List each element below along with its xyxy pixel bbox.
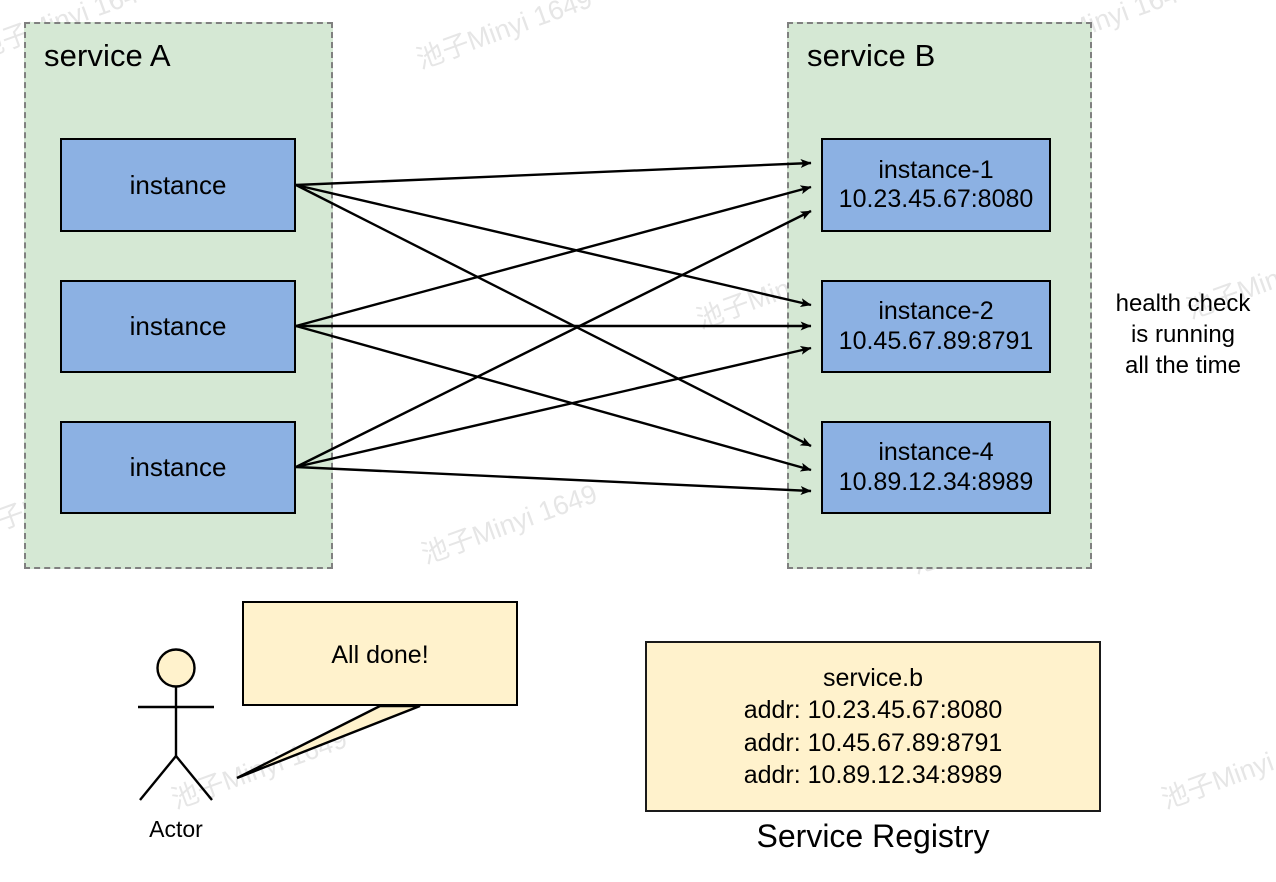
instance-label: instance — [129, 169, 227, 200]
watermark: 池子Minyi 1649 — [1157, 723, 1276, 815]
service-b-instance-1[interactable]: instance-1 10.23.45.67:8080 — [821, 138, 1051, 232]
health-check-line-2: is running — [1130, 321, 1236, 349]
registry-address-1: addr: 10.23.45.67:8080 — [743, 696, 1003, 724]
actor-label: Actor — [149, 816, 203, 842]
actor-figure[interactable] — [130, 648, 222, 808]
instance-label: instance — [129, 452, 227, 483]
watermark: 池子Minyi 1649 — [417, 478, 602, 570]
service-b-title: service B — [807, 38, 936, 73]
instance-address: 10.89.12.34:8989 — [838, 467, 1034, 496]
service-b-instance-3[interactable]: instance-4 10.89.12.34:8989 — [821, 421, 1051, 514]
health-check-note: health check is running all the time — [1103, 288, 1263, 382]
arrow-a3-b3 — [295, 465, 812, 496]
instance-address: 10.45.67.89:8791 — [838, 326, 1034, 355]
instance-label: instance — [129, 311, 227, 342]
arrow-a1-b2 — [295, 183, 812, 308]
callout-tail — [236, 704, 421, 780]
actor-head-icon — [156, 648, 196, 688]
actor-leg-right-icon — [175, 755, 213, 801]
service-a-instance-2[interactable]: instance — [60, 280, 296, 373]
arrow-a2-b1 — [295, 185, 812, 328]
callout-bubble: All done! — [242, 601, 518, 706]
instance-name: instance-2 — [878, 297, 994, 325]
arrow-a1-b3 — [295, 183, 812, 448]
service-a-instance-3[interactable]: instance — [60, 421, 296, 514]
service-b-instance-2[interactable]: instance-2 10.45.67.89:8791 — [821, 280, 1051, 373]
registry-address-2: addr: 10.45.67.89:8791 — [743, 728, 1003, 757]
service-a-instance-1[interactable]: instance — [60, 138, 296, 232]
instance-name: instance-1 — [878, 155, 994, 184]
arrow-a3-b2 — [295, 345, 812, 469]
health-check-line-3: all the time — [1124, 352, 1242, 380]
actor-leg-left-icon — [139, 755, 177, 801]
health-check-line-1: health check — [1115, 290, 1251, 317]
service-a-title: service A — [44, 38, 171, 73]
instance-name: instance-4 — [878, 438, 994, 466]
service-registry-box: service.b addr: 10.23.45.67:8080 addr: 1… — [645, 641, 1101, 812]
instance-address: 10.23.45.67:8080 — [838, 185, 1034, 213]
service-registry-caption: Service Registry — [756, 818, 990, 854]
watermark: 池子Minyi 1649 — [412, 0, 597, 75]
arrow-a3-b1 — [295, 209, 812, 469]
arrow-a1-b1 — [295, 158, 812, 187]
registry-service-name: service.b — [822, 663, 924, 692]
callout-tail-shape — [236, 704, 421, 780]
callout-text: All done! — [331, 641, 429, 669]
registry-address-3: addr: 10.89.12.34:8989 — [743, 761, 1003, 789]
arrow-a2-b3 — [295, 324, 812, 472]
